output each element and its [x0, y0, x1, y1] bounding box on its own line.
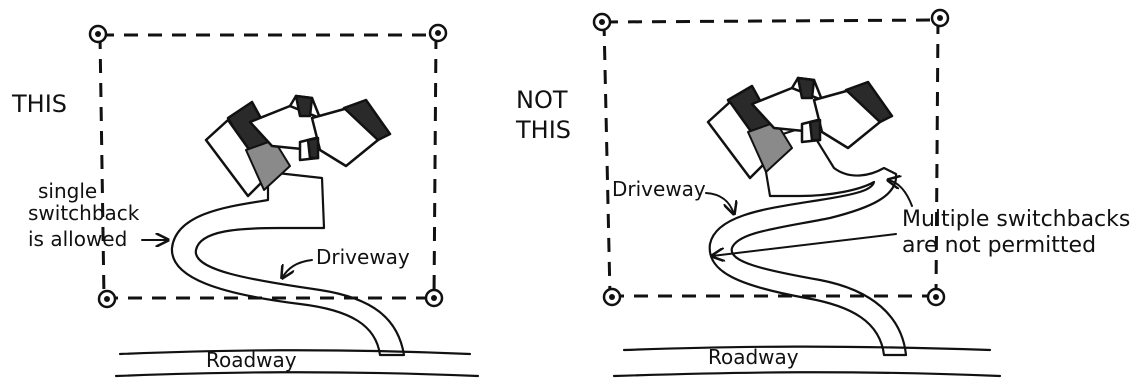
- left-note-line1: single: [38, 179, 97, 203]
- right-heading-line2: THIS: [515, 116, 571, 144]
- right-house-roof: [706, 76, 894, 180]
- left-roadway: [114, 349, 480, 378]
- right-driveway: [708, 124, 908, 357]
- left-driveway-label: Driveway: [316, 245, 410, 269]
- right-driveway-label: Driveway: [612, 177, 706, 201]
- left-corner-markers: [88, 23, 448, 309]
- right-property-boundary: [602, 18, 940, 298]
- left-note-line2: switchback: [28, 201, 140, 225]
- right-heading-line1: NOT: [516, 86, 568, 114]
- right-roadway-label: Roadway: [708, 345, 799, 369]
- left-heading: THIS: [11, 90, 67, 118]
- left-roadway-label: Roadway: [206, 348, 297, 372]
- right-note-line1: Multiple switchbacks: [902, 207, 1130, 232]
- right-panel: NOT THIS Driveway Multiple switchbacks a…: [515, 8, 1130, 378]
- left-panel: THIS single switchback is allowed Drivew…: [11, 23, 480, 378]
- left-arrows: [141, 240, 313, 278]
- right-arrows: [705, 180, 913, 256]
- left-property-boundary: [98, 33, 438, 300]
- right-roadway: [612, 345, 1002, 378]
- left-house-roof: [204, 94, 392, 198]
- right-corner-markers: [592, 8, 950, 307]
- right-note-line2: are not permitted: [902, 233, 1096, 258]
- left-note-line3: is allowed: [28, 227, 127, 251]
- left-driveway: [170, 170, 406, 357]
